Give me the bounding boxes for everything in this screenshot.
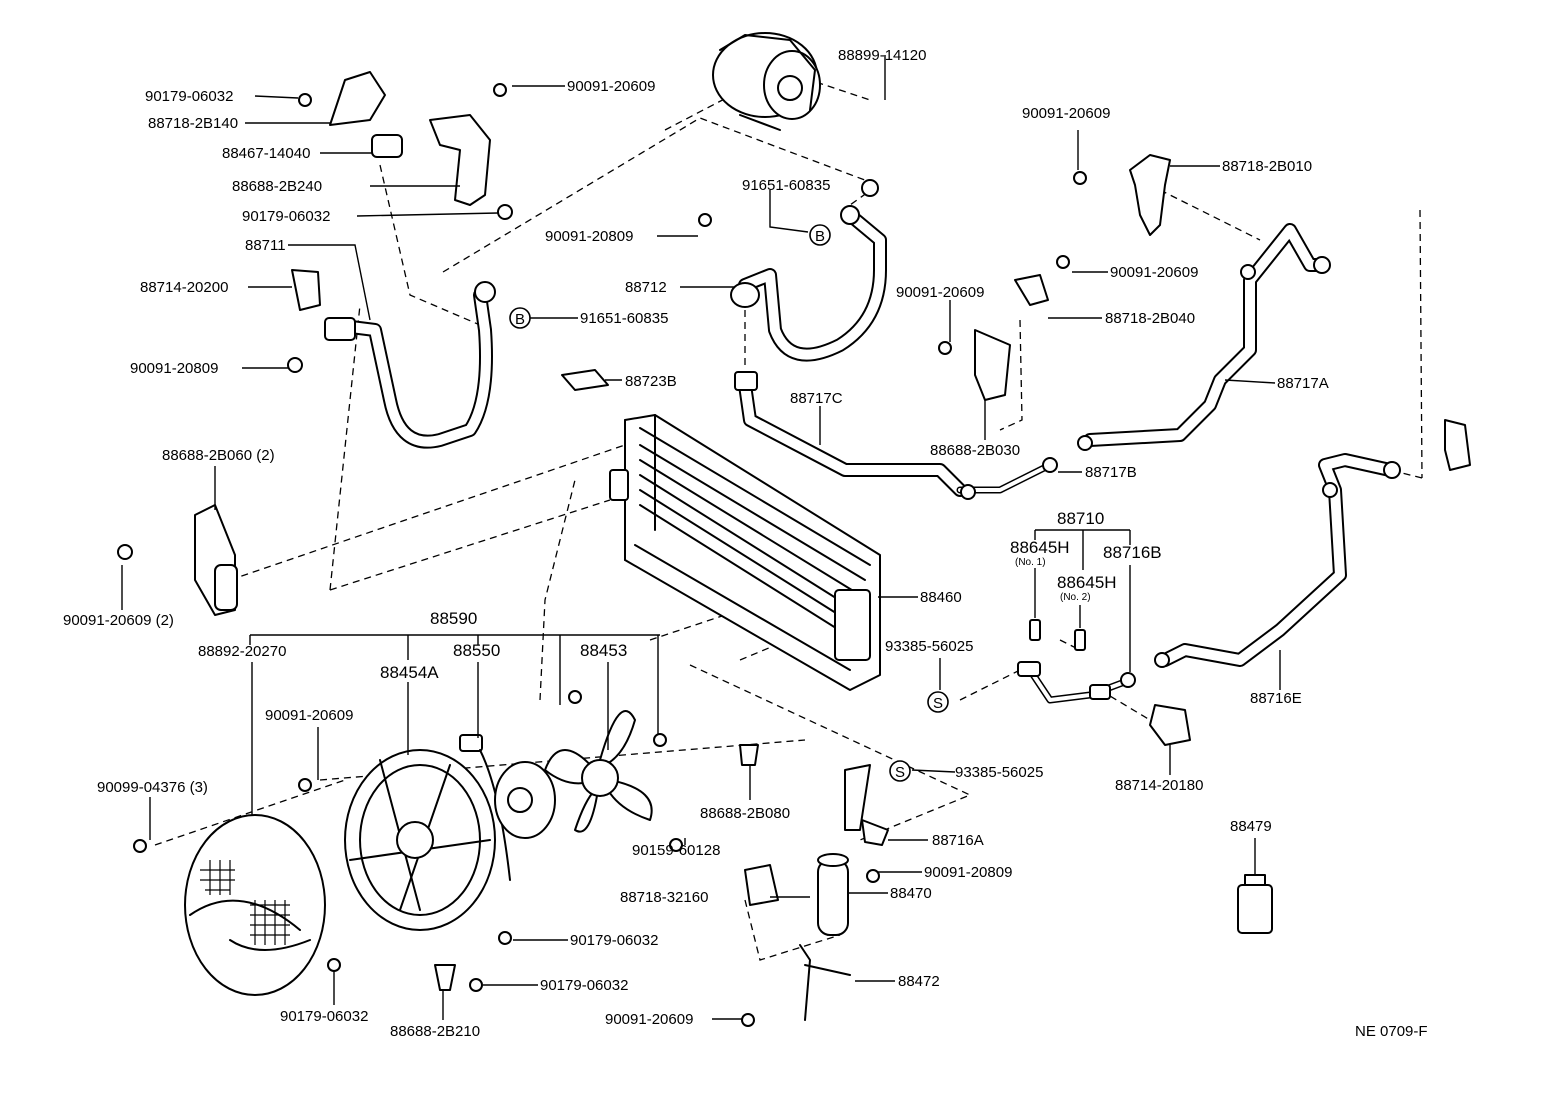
callout-B-lower: B [509, 307, 531, 329]
part-label: 93385-56025 [955, 764, 1043, 781]
part-label: 88688-2B060 (2) [162, 447, 275, 464]
callout-S-left-text: S [933, 695, 943, 712]
part-label: 88688-2B030 [930, 442, 1020, 459]
fan-motor [494, 761, 556, 839]
part-label: 88688-2B240 [232, 178, 322, 195]
part-label: 88714-20180 [1115, 777, 1203, 794]
callout-S-left: S [927, 691, 949, 713]
suction-hose [730, 205, 887, 362]
part-label: 88711 [245, 237, 286, 254]
bracket-88688-2B030 [974, 329, 1011, 401]
part-label: 88718-2B010 [1222, 158, 1312, 175]
part-label: 91651-60835 [742, 177, 830, 194]
callout-B-upper-text: B [815, 228, 825, 245]
part-label: 90091-20609 [896, 284, 984, 301]
part-label: 88718-2B140 [148, 115, 238, 132]
part-label-sub: (No. 1) [1015, 557, 1046, 568]
part-label: 88710 [1057, 509, 1104, 528]
callout-B-lower-text: B [515, 311, 525, 328]
part-label: 90179-06032 [280, 1008, 368, 1025]
part-label: 88718-32160 [620, 889, 708, 906]
callout-S-right-text: S [895, 764, 905, 781]
part-label: 88688-2B210 [390, 1023, 480, 1040]
part-label: 88460 [920, 589, 962, 606]
receiver-dryer [817, 764, 871, 936]
part-label: 88645H [1010, 538, 1070, 557]
part-label: 91651-60835 [580, 310, 668, 327]
bracket-88718-32160 [744, 864, 779, 906]
part-label: 90091-20609 [1110, 264, 1198, 281]
part-label: 88899-14120 [838, 47, 926, 64]
part-label: 88453 [580, 641, 627, 660]
callout-S-right: S [889, 760, 911, 782]
pipe-88716E [1154, 453, 1401, 668]
part-label: 88550 [453, 641, 500, 660]
part-label: 90159-60128 [632, 842, 720, 859]
bracket-88688-2B060 [194, 504, 238, 616]
part-labels: 90179-06032 88718-2B140 88467-14040 8868… [63, 47, 1428, 1040]
pipe-88716B [1017, 661, 1136, 704]
fan-blades [544, 710, 653, 833]
part-label: 90179-06032 [242, 208, 330, 225]
part-label: 88714-20200 [140, 279, 228, 296]
bracket-88472 [799, 944, 851, 1021]
part-label: 90091-20609 [605, 1011, 693, 1028]
part-label: 88712 [625, 279, 667, 296]
clamp-88714-20200 [291, 269, 321, 311]
part-label: 90091-20809 [545, 228, 633, 245]
part-label: 88472 [898, 973, 940, 990]
fan-shroud [344, 734, 511, 931]
part-label: 88716E [1250, 690, 1302, 707]
high-pressure-hose [324, 281, 496, 449]
part-label: 88467-14040 [222, 145, 310, 162]
sensor-88645H-2 [1074, 629, 1086, 651]
part-label: 88718-2B040 [1105, 310, 1195, 327]
part-label: 90091-20609 (2) [63, 612, 174, 629]
oil-bottle [1237, 874, 1273, 934]
part-label: 88716A [932, 832, 984, 849]
bracket-88718-2B010 [1129, 154, 1171, 236]
bracket-88718-2B140 [298, 71, 386, 126]
part-label: 88454A [380, 663, 439, 682]
part-label: 90091-20809 [924, 864, 1012, 881]
part-label: 90179-06032 [570, 932, 658, 949]
bracket-88688-2B240 [429, 114, 491, 206]
label-88723B [561, 369, 609, 391]
part-label: 88590 [430, 609, 477, 628]
part-label: 90179-06032 [540, 977, 628, 994]
part-label: 88892-20270 [198, 643, 286, 660]
part-label: 88717A [1277, 375, 1329, 392]
part-label: 88470 [890, 885, 932, 902]
part-label: 88723B [625, 373, 677, 390]
part-label: 88688-2B080 [700, 805, 790, 822]
manifold-block [1444, 419, 1471, 471]
part-label: 88479 [1230, 818, 1272, 835]
part-label: 88717B [1085, 464, 1137, 481]
condenser [609, 414, 881, 691]
leader-lines [121, 55, 1281, 1020]
part-label: 88716B [1103, 543, 1162, 562]
part-label: 88645H [1057, 573, 1117, 592]
clamp-88714-20180 [1149, 704, 1191, 746]
compressor [712, 32, 821, 131]
pressure-switch [371, 134, 403, 158]
diagram-code: NE 0709-F [1355, 1023, 1428, 1040]
sensor-88645H-1 [1029, 619, 1041, 641]
part-label: 93385-56025 [885, 638, 973, 655]
part-label: 88717C [790, 390, 843, 407]
part-label: 90091-20609 [265, 707, 353, 724]
part-label-sub: (No. 2) [1060, 592, 1091, 603]
liquid-pipe-88717C [734, 371, 1058, 500]
part-label: 90099-04376 (3) [97, 779, 208, 796]
part-label: 90091-20809 [130, 360, 218, 377]
callout-B-upper: B [809, 224, 831, 246]
pipe-88717A [1077, 223, 1331, 451]
small-fasteners [117, 83, 1087, 1027]
part-label: 90091-20609 [567, 78, 655, 95]
fan-grille [184, 814, 326, 996]
part-label: 90179-06032 [145, 88, 233, 105]
bracket-88718-2B040 [1014, 274, 1049, 306]
part-label: 90091-20609 [1022, 105, 1110, 122]
